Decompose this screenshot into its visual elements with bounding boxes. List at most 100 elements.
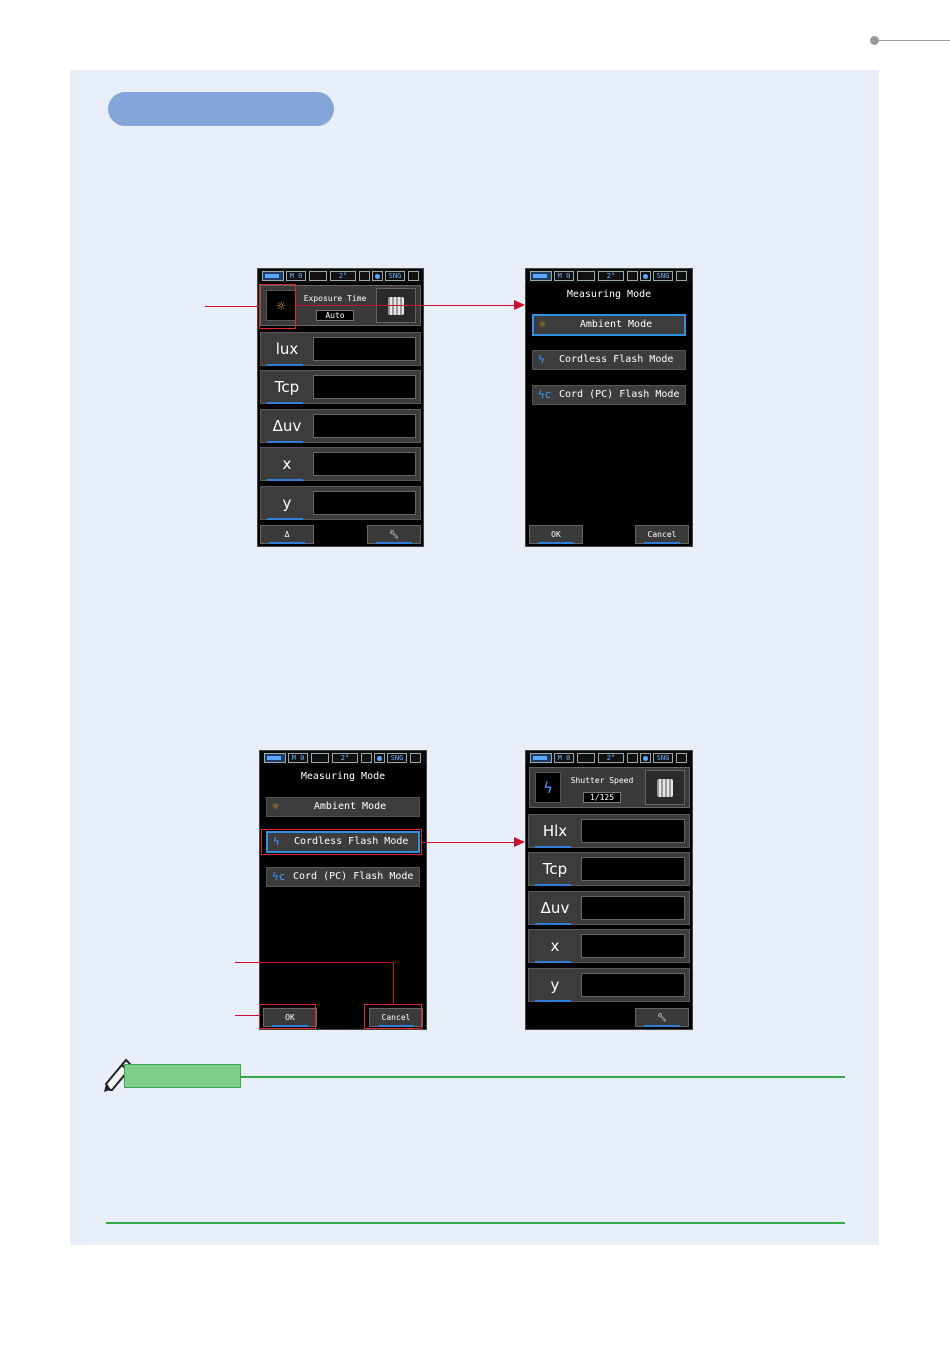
tool-button[interactable]: 🔧︎ [635,1008,689,1027]
flash-icon: ϟ [273,835,280,848]
measure-row-y[interactable]: y [260,486,421,520]
param-value: 1/125 [582,792,622,803]
measure-row-duv[interactable]: Δuv [260,409,421,443]
sun-icon: ☼ [539,318,546,331]
status-bar: M 0 2° SNG [526,751,692,765]
sync-indicator: SNG [385,271,405,281]
cancel-label: Cancel [381,1013,411,1022]
value-field [581,896,685,920]
callout-box-ok [259,1004,316,1029]
cancel-label: Cancel [647,530,677,539]
value-field [581,973,685,997]
status-slot [359,271,370,281]
tool-button[interactable]: 🔧︎ [367,525,421,544]
menu-item-label: Cord (PC) Flash Mode [559,389,680,400]
cancel-button[interactable]: Cancel [369,1008,423,1027]
memory-indicator: M 0 [554,753,574,763]
row-label: lux [275,340,299,358]
measure-row-duv[interactable]: Δuv [528,891,690,925]
value-field [581,857,685,881]
menu-title: Measuring Mode [300,771,386,782]
status-slot [577,271,595,281]
menu-item-ambient-mode[interactable]: ☼ Ambient Mode [266,797,420,817]
value-field [581,819,685,843]
status-slot [627,753,638,763]
value-field [313,452,416,476]
cord-flash-icon: ϟc [272,870,286,883]
row-label: Δuv [540,899,570,917]
sync-dot-icon [374,753,385,763]
leader-line [393,962,394,1004]
angle-indicator: 2° [598,753,624,763]
measure-row-hlx[interactable]: Hlx [528,814,690,848]
content-panel [70,70,879,1245]
callout-box-cordless-item [261,829,422,855]
status-slot [311,753,329,763]
flash-mode-button[interactable]: ϟ [535,772,561,803]
memory-indicator: M 0 [286,271,306,281]
leader-line [235,1015,259,1016]
sync-dot-icon [640,753,651,763]
callout-box-cancel [364,1004,422,1029]
lock-icon [410,753,421,763]
shutter-speed-setting[interactable]: Shutter Speed 1/125 [566,770,638,805]
delta-button[interactable]: Δ [260,525,314,544]
measure-row-tcp[interactable]: Tcp [260,370,421,404]
measure-row-lux[interactable]: lux [260,332,421,366]
arrow-line [296,305,514,306]
param-label: Shutter Speed [570,776,634,785]
status-slot [627,271,638,281]
wrench-icon: 🔧︎ [388,530,400,539]
callout-box-mode-icon [259,284,296,329]
menu-item-cordless-flash-mode[interactable]: ϟ Cordless Flash Mode [266,831,420,853]
note-tab [124,1064,241,1088]
menu-item-label: Cordless Flash Mode [294,836,409,847]
measure-row-x[interactable]: x [260,447,421,481]
ok-button[interactable]: OK [529,525,583,544]
measure-row-y[interactable]: y [528,968,690,1002]
menu-item-label: Ambient Mode [313,801,387,812]
cancel-button[interactable]: Cancel [635,525,689,544]
status-slot [361,753,372,763]
measure-row-x[interactable]: x [528,929,690,963]
sun-icon: ☼ [272,800,279,813]
menu-item-ambient-mode[interactable]: ☼ Ambient Mode [532,314,686,336]
note-rule-bottom [106,1222,845,1224]
menu-item-cordless-flash-mode[interactable]: ϟ Cordless Flash Mode [532,350,686,370]
status-slot [577,753,595,763]
param-value: Auto [316,310,354,321]
ambient-mode-button[interactable]: ☼ [266,290,296,321]
sync-indicator: SNG [653,271,673,281]
mode-parameter-bar: ϟ Shutter Speed 1/125 [529,767,690,808]
status-slot [309,271,327,281]
row-label: Tcp [542,860,568,878]
lock-icon [676,753,687,763]
page-marker-dot [870,36,879,45]
screen-flash-measure: M 0 2° SNG ϟ Shutter Speed 1/125 Hlx Tcp… [525,750,693,1030]
memory-button[interactable] [645,770,685,805]
menu-item-cord-flash-mode[interactable]: ϟc Cord (PC) Flash Mode [266,867,420,887]
value-field [313,491,416,515]
ok-label: OK [551,530,561,539]
arrow-right-icon [514,837,525,847]
lock-icon [408,271,419,281]
ok-label: OK [285,1013,295,1022]
wrench-icon: 🔧︎ [656,1013,668,1022]
cord-flash-icon: ϟc [538,388,552,401]
measure-row-tcp[interactable]: Tcp [528,852,690,886]
screen-mode-menu-ambient: M 0 2° SNG Measuring Mode ☼ Ambient Mode… [525,268,693,547]
ok-button[interactable]: OK [263,1008,317,1027]
note-rule-top [240,1076,845,1078]
value-field [313,337,416,361]
menu-item-cord-flash-mode[interactable]: ϟc Cord (PC) Flash Mode [532,385,686,405]
value-field [313,414,416,438]
row-label: y [282,494,292,512]
menu-title: Measuring Mode [566,289,652,300]
sync-indicator: SNG [653,753,673,763]
battery-icon [262,271,284,281]
section-heading-pill [108,92,334,126]
value-field [581,934,685,958]
row-label: x [550,937,560,955]
menu-item-label: Cordless Flash Mode [559,354,674,365]
mode-parameter-bar: ☼ Exposure Time Auto [260,285,421,326]
